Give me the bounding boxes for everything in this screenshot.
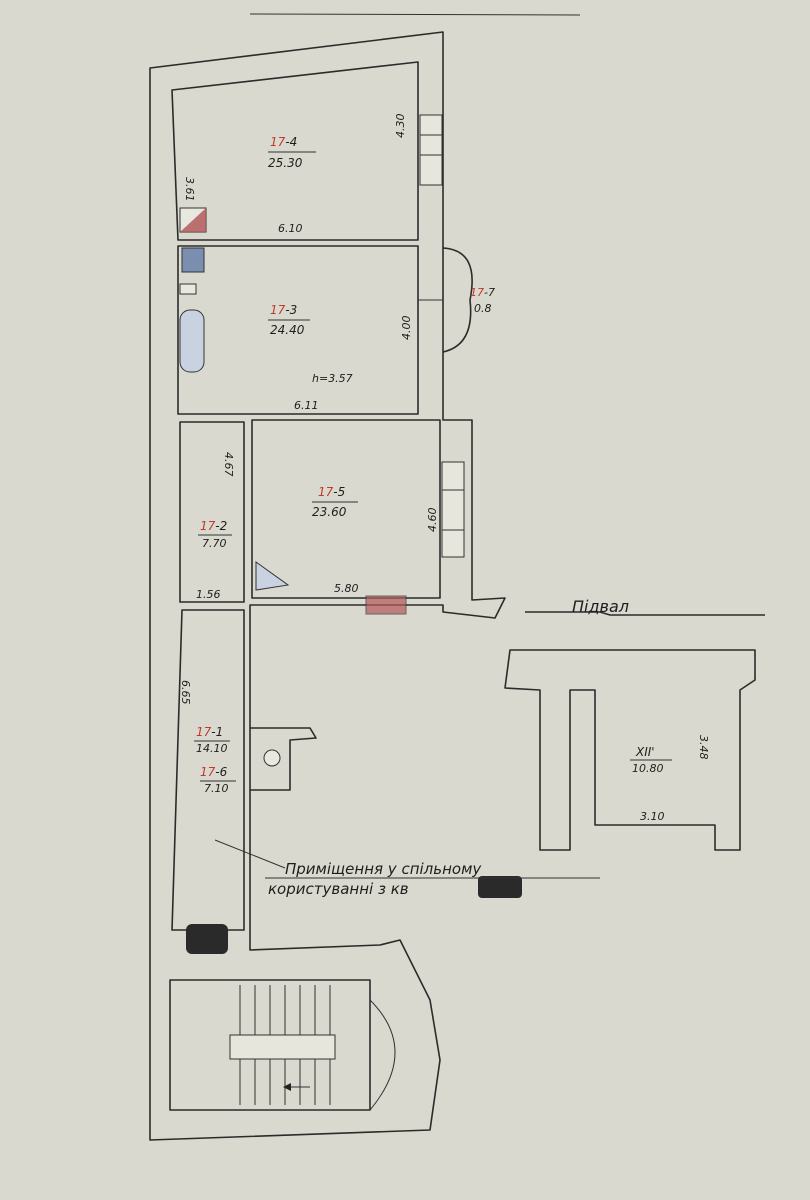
room-label-17-5: 17-5 23.60: [312, 485, 358, 519]
room-area: 7.70: [202, 537, 227, 550]
dim-4-00: 4.00: [400, 316, 413, 341]
room-label-17-7: 17-7 0.8: [470, 286, 495, 315]
room-label-basement: XII' 10.80: [630, 745, 672, 775]
window-17-4: [419, 114, 443, 186]
room-label-17-6: 17-6 7.10: [200, 765, 236, 795]
basement-label: Підвал: [572, 597, 629, 616]
header-line: [249, 13, 581, 16]
room-label-17-4: 17-4 25.30: [268, 135, 316, 170]
outer-wall: [149, 31, 506, 1141]
bathtub-icon: [179, 309, 205, 373]
room-id: -1: [211, 725, 223, 739]
basement-divider: [525, 611, 765, 616]
dim-4-60: 4.60: [426, 508, 439, 533]
cooker-icon: [181, 247, 205, 273]
room-area: 10.80: [632, 762, 664, 775]
room-id-red: 17: [270, 135, 286, 149]
room-id: -3: [285, 303, 297, 317]
toilet-icon: [263, 749, 281, 767]
room-id-red: 17: [318, 485, 334, 499]
sink-icon: [179, 283, 197, 295]
basement-walls: [504, 649, 756, 851]
room-id-red: 17: [200, 519, 216, 533]
svg-text:17-3: 17-3: [270, 303, 297, 317]
room-area: 0.8: [474, 302, 492, 315]
room-17-3-walls: [177, 245, 419, 415]
dim-3-10: 3.10: [640, 810, 665, 823]
stair-treads: [229, 985, 396, 1111]
room-id: -4: [285, 135, 297, 149]
window-17-5: [441, 461, 465, 558]
room-label-17-1: 17-1 14.10: [194, 725, 230, 755]
room-label-17-2: 17-2 7.70: [198, 519, 232, 550]
dim-6-65: 6.65: [179, 680, 192, 705]
room-area: 25.30: [268, 156, 303, 170]
svg-text:17-7: 17-7: [470, 286, 495, 299]
room-label-17-3: 17-3 24.40: [268, 303, 310, 337]
room-id-red: 17: [200, 765, 216, 779]
room-area: 14.10: [196, 742, 228, 755]
staircase: [169, 979, 371, 1111]
room-17-5-walls: [251, 419, 441, 599]
room-id: XII': [635, 745, 655, 759]
balcony-17-7: [442, 247, 473, 353]
room-17-1-walls: [171, 609, 245, 931]
dim-3-61: 3.61: [183, 177, 196, 202]
room-17-4-walls: [171, 61, 419, 241]
room-id-red: 17: [270, 303, 286, 317]
dim-5-80: 5.80: [334, 582, 359, 595]
svg-text:17-4: 17-4: [270, 135, 297, 149]
room-id: -7: [484, 286, 495, 299]
room-area: 7.10: [204, 782, 229, 795]
redaction-mark: [186, 924, 228, 954]
dim-1-56: 1.56: [196, 588, 221, 601]
room-17-2-walls: [179, 421, 245, 603]
dim-6-10: 6.10: [278, 222, 303, 235]
dim-4-67: 4.67: [222, 452, 235, 477]
room-id: -5: [333, 485, 345, 499]
redaction-apt-number: [478, 876, 522, 898]
room-id-red: 17: [196, 725, 212, 739]
svg-text:17-2: 17-2: [200, 519, 227, 533]
shared-note-line1: Приміщення у спільному: [285, 860, 482, 878]
room-id: -2: [215, 519, 227, 533]
svg-text:17-6: 17-6: [200, 765, 228, 779]
stove-17-5: [255, 561, 290, 591]
hatched-block: [365, 595, 407, 615]
dim-4-30: 4.30: [394, 114, 407, 139]
svg-text:17-5: 17-5: [318, 485, 345, 499]
dim-3-48: 3.48: [697, 735, 710, 760]
svg-text:17-1: 17-1: [196, 725, 223, 739]
room-id: -6: [215, 765, 227, 779]
room-area: 23.60: [312, 505, 347, 519]
room-17-6-walls: [250, 727, 317, 791]
room-area: 24.40: [270, 323, 305, 337]
note-leader: [214, 839, 286, 869]
room-id-red: 17: [470, 286, 484, 299]
dim-6-11: 6.11: [294, 399, 319, 412]
dim-height: h=3.57: [312, 372, 353, 385]
shared-note-line2: користуванні з кв: [268, 880, 409, 898]
